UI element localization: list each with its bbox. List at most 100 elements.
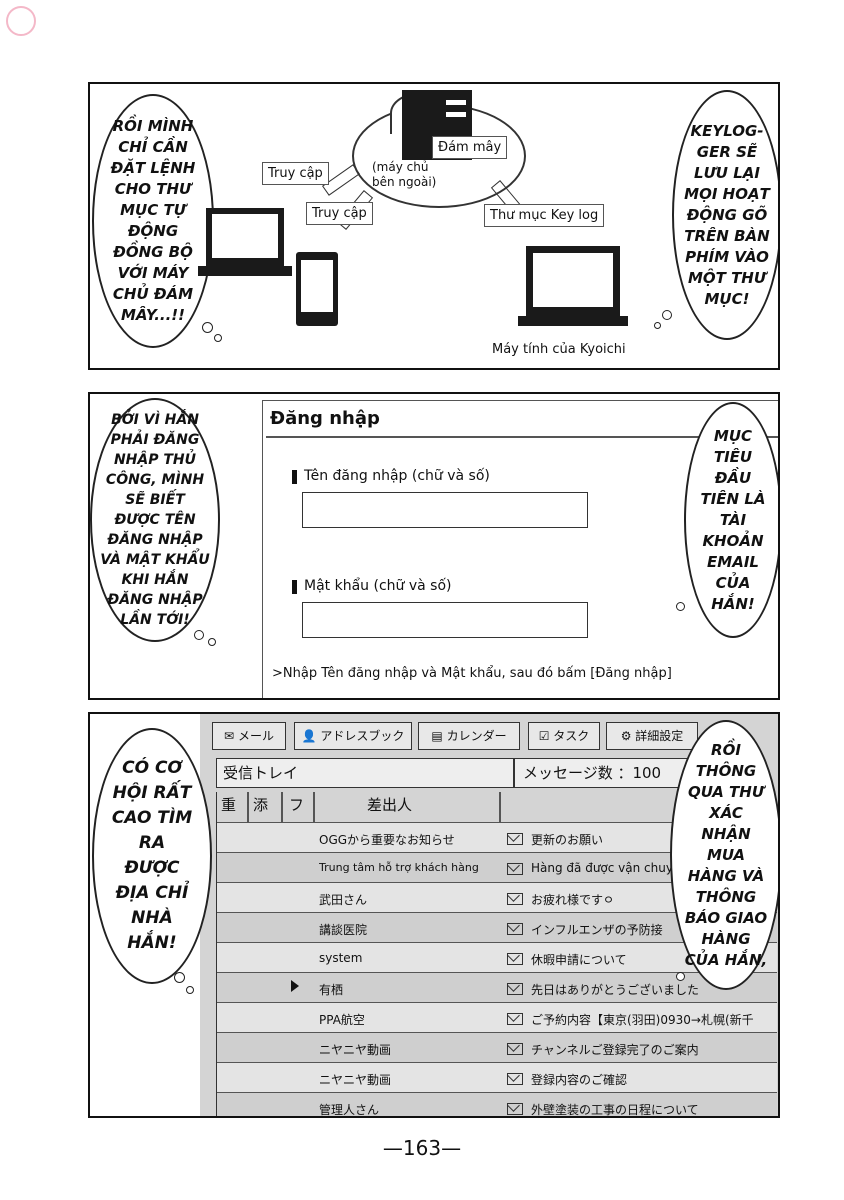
envelope-icon xyxy=(507,953,523,965)
person-icon: 👤 xyxy=(301,729,317,743)
table-row[interactable]: 管理人さん 外壁塗装の工事の日程について xyxy=(217,1092,777,1117)
password-marker-icon xyxy=(292,580,297,594)
table-row[interactable]: PPA航空 ご予約内容【東京(羽田)0930→札幌(新千 xyxy=(217,1002,777,1033)
speech-text: MỤC TIÊU ĐẦU TIÊN LÀ TÀI KHOẢN EMAIL CỦA… xyxy=(700,426,766,613)
subject-cell: Hàng đã được vận chuy xyxy=(531,861,673,875)
smartphone-icon xyxy=(296,252,338,326)
laptop-base xyxy=(198,266,292,276)
envelope-icon xyxy=(507,1103,523,1115)
envelope-icon xyxy=(507,1043,523,1055)
col-header-sender: 差出人 xyxy=(367,796,413,814)
sender-cell: Trung tâm hỗ trợ khách hàng xyxy=(319,861,479,874)
access-label-1: Truy cập xyxy=(262,162,329,185)
envelope-icon xyxy=(507,983,523,995)
panel-email-inbox: ✉ メール 👤 アドレスブック ▤ カレンダー ☑ タスク ⚙ 詳細設定 受信ト… xyxy=(88,712,780,1118)
envelope-icon xyxy=(507,1013,523,1025)
mail-icon: ✉ xyxy=(224,729,235,743)
username-label: Tên đăng nhập (chữ và số) xyxy=(304,468,490,484)
speech-text: CÓ CƠ HỘI RẤT CAO TÌM RA ĐƯỢC ĐỊA CHỈ NH… xyxy=(111,758,193,953)
cloud-label: Đám mây xyxy=(432,136,508,159)
panel-cloud-diagram: RỒI MÌNH CHỈ CẦN ĐẶT LỆNH CHO THƯ MỤC TỰ… xyxy=(88,82,780,370)
access-label-2: Truy cập xyxy=(306,202,373,225)
password-label: Mật khẩu (chữ và số) xyxy=(304,578,452,594)
speech-text: KEYLOG- GER SẼ LƯU LẠI MỌI HOẠT ĐỘNG GÕ … xyxy=(684,121,770,308)
toolbar-calendar-button[interactable]: ▤ カレンダー xyxy=(418,722,520,750)
sender-cell: 講談医院 xyxy=(319,923,368,937)
subject-cell: 休暇申請について xyxy=(531,953,627,967)
page-number-wrap: —163— xyxy=(382,1136,462,1160)
subject-cell: 先日はありがとうございました xyxy=(531,983,700,997)
subject-cell: ご予約内容【東京(羽田)0930→札幌(新千 xyxy=(531,1013,754,1027)
laptop-icon xyxy=(206,208,284,266)
envelope-icon xyxy=(507,893,523,905)
speech-bubble-right: KEYLOG- GER SẼ LƯU LẠI MỌI HOẠT ĐỘNG GÕ … xyxy=(672,90,778,340)
thought-dot xyxy=(654,322,661,329)
envelope-icon xyxy=(507,923,523,935)
thought-dot xyxy=(208,638,216,646)
keylog-folder-label: Thư mục Key log xyxy=(484,204,605,227)
login-window-frame xyxy=(262,400,778,698)
sender-cell: PPA航空 xyxy=(319,1013,365,1027)
thought-dot xyxy=(214,334,222,342)
subject-cell: インフルエンザの予防接 xyxy=(531,923,663,937)
speech-bubble-left: CÓ CƠ HỘI RẤT CAO TÌM RA ĐƯỢC ĐỊA CHỈ NH… xyxy=(92,728,212,984)
corner-logo-icon xyxy=(6,6,36,36)
subject-cell: 外壁塗装の工事の日程について xyxy=(531,1103,699,1117)
subject-cell: チャンネルご登録完了のご案内 xyxy=(531,1043,699,1057)
subject-cell: 登録内容のご確認 xyxy=(531,1073,628,1087)
sender-cell: 武田さん xyxy=(319,893,368,907)
panel-login-form: Đăng nhập Tên đăng nhập (chữ và số) Mật … xyxy=(88,392,780,700)
toolbar-settings-button[interactable]: ⚙ 詳細設定 xyxy=(606,722,698,750)
thought-dot xyxy=(202,322,213,333)
thought-dot xyxy=(676,972,685,981)
speech-text: RỒI THÔNG QUA THƯ XÁC NHẬN MUA HÀNG VÀ T… xyxy=(684,740,768,969)
col-header-important: 重 xyxy=(221,796,237,814)
speech-bubble-left: BỞI VÌ HẮN PHẢI ĐĂNG NHẬP THỦ CÔNG, MÌNH… xyxy=(90,398,220,642)
sender-cell: ニヤニヤ動画 xyxy=(319,1073,392,1087)
username-input[interactable] xyxy=(302,492,588,528)
speech-text: RỒI MÌNH CHỈ CẦN ĐẶT LỆNH CHO THƯ MỤC TỰ… xyxy=(110,117,196,324)
speech-text: BỞI VÌ HẮN PHẢI ĐĂNG NHẬP THỦ CÔNG, MÌNH… xyxy=(100,412,210,628)
subject-cell: お疲れ様ですㅇ xyxy=(531,893,615,907)
sender-cell: 有栖 xyxy=(319,983,344,997)
table-row[interactable]: 有栖 先日はありがとうございました xyxy=(217,972,777,1003)
laptop-base xyxy=(518,316,628,326)
login-title: Đăng nhập xyxy=(270,408,380,429)
speech-bubble-right: RỒI THÔNG QUA THƯ XÁC NHẬN MUA HÀNG VÀ T… xyxy=(670,720,778,990)
server-note: (máy chủ bên ngoài) xyxy=(372,160,437,189)
toolbar: ✉ メール 👤 アドレスブック ▤ カレンダー ☑ タスク ⚙ 詳細設定 xyxy=(212,722,772,752)
thought-dot xyxy=(676,602,685,611)
col-header-flag: フ xyxy=(289,796,305,814)
envelope-icon xyxy=(507,863,523,875)
login-instruction: >Nhập Tên đăng nhập và Mật khẩu, sau đó … xyxy=(272,666,672,681)
thought-dot xyxy=(194,630,204,640)
thought-dot xyxy=(174,972,185,983)
sender-cell: system xyxy=(319,951,363,965)
checkbox-icon: ☑ xyxy=(538,729,550,743)
calendar-icon: ▤ xyxy=(431,729,443,743)
table-row[interactable]: system 休暇申請について xyxy=(217,942,777,973)
inbox-title: 受信トレイ xyxy=(216,758,514,788)
kyoichi-pc-label: Máy tính của Kyoichi xyxy=(492,342,626,357)
sender-cell: 管理人さん xyxy=(319,1103,380,1117)
password-input[interactable] xyxy=(302,602,588,638)
table-row[interactable]: ニヤニヤ動画 登録内容のご確認 xyxy=(217,1062,777,1093)
envelope-icon xyxy=(507,1073,523,1085)
sender-cell: ニヤニヤ動画 xyxy=(319,1043,392,1057)
gear-icon: ⚙ xyxy=(620,729,632,743)
page-number: 163 xyxy=(402,1136,442,1160)
thought-dot xyxy=(662,310,672,320)
envelope-icon xyxy=(507,833,523,845)
title-underline xyxy=(266,436,778,438)
toolbar-mail-button[interactable]: ✉ メール xyxy=(212,722,286,750)
speech-bubble-left: RỒI MÌNH CHỈ CẦN ĐẶT LỆNH CHO THƯ MỤC TỰ… xyxy=(92,94,214,348)
table-row[interactable]: ニヤニヤ動画 チャンネルご登録完了のご案内 xyxy=(217,1032,777,1063)
toolbar-addressbook-button[interactable]: 👤 アドレスブック xyxy=(294,722,412,750)
speech-bubble-right: MỤC TIÊU ĐẦU TIÊN LÀ TÀI KHOẢN EMAIL CỦA… xyxy=(684,402,778,638)
col-header-attachment: 添 xyxy=(253,796,269,814)
flag-icon xyxy=(291,980,299,992)
sender-cell: OGGから重要なお知らせ xyxy=(319,833,455,847)
laptop-icon xyxy=(526,246,620,316)
toolbar-task-button[interactable]: ☑ タスク xyxy=(528,722,600,750)
